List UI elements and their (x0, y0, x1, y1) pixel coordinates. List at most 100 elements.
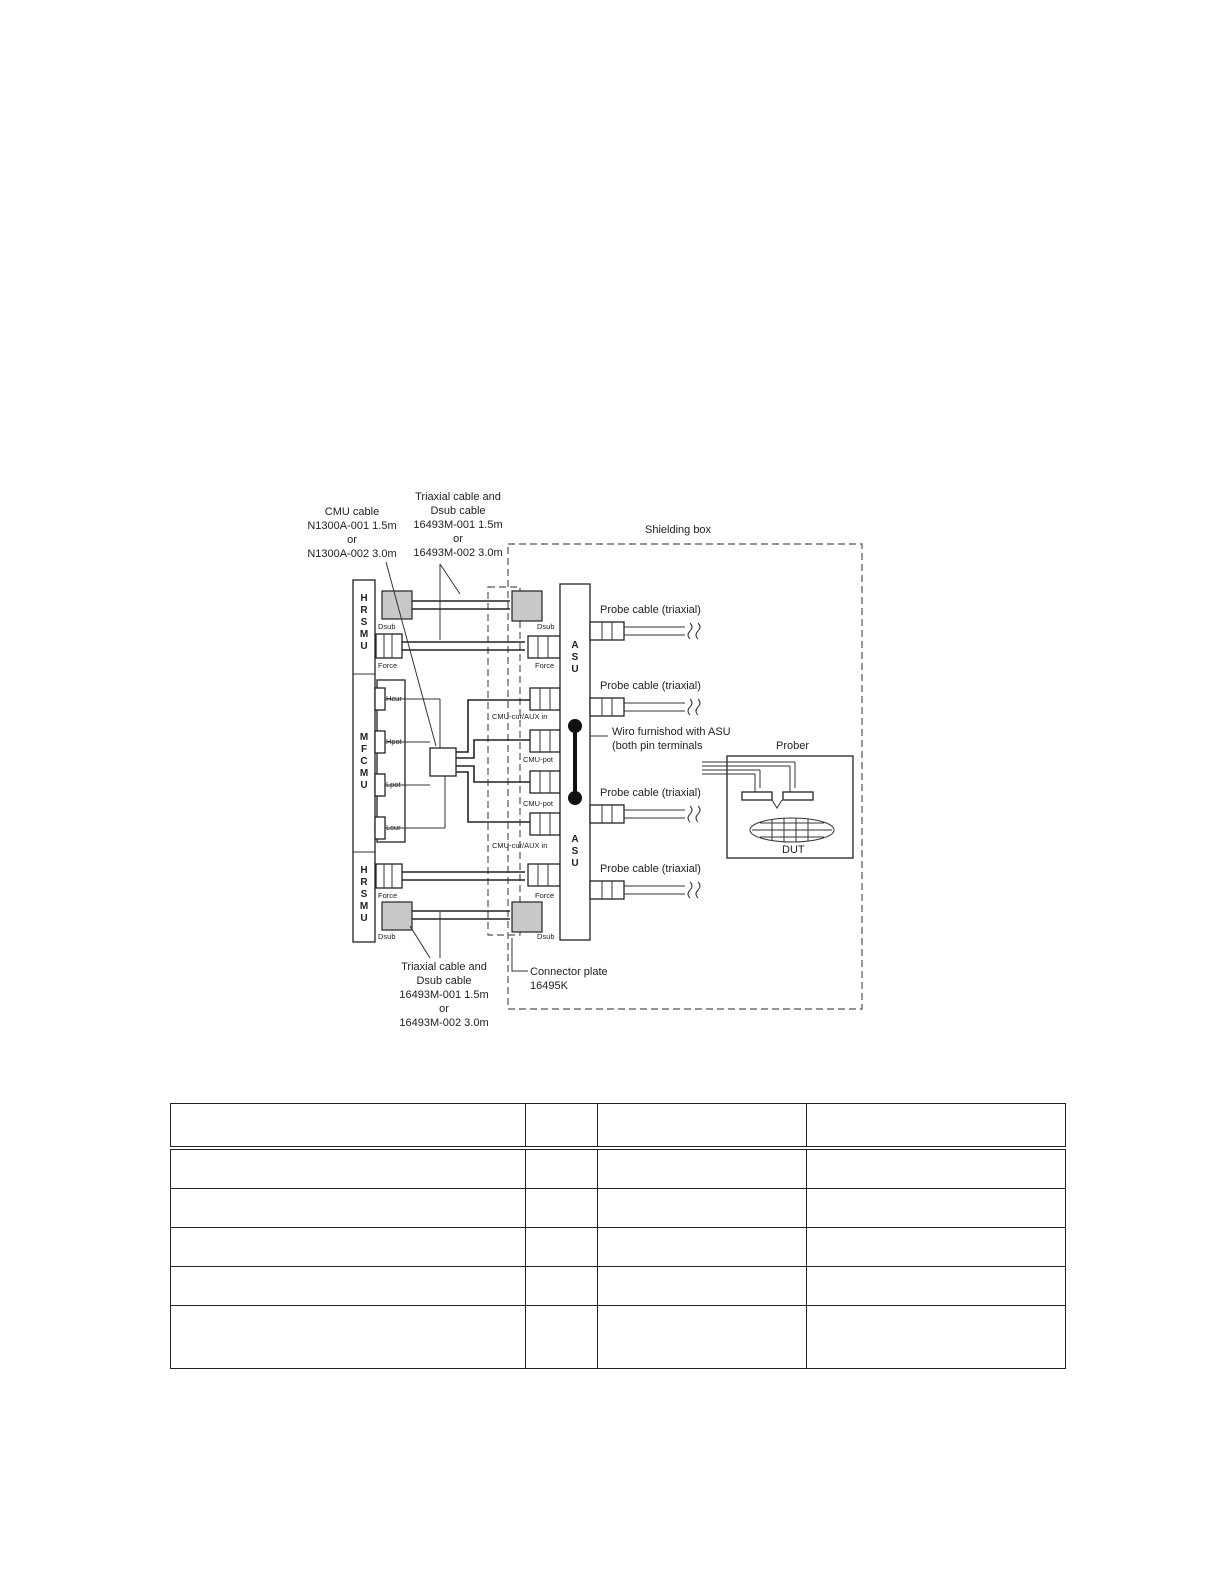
svg-text:Force: Force (535, 891, 554, 900)
svg-text:U: U (360, 641, 367, 652)
force-connector-left-bottom (375, 863, 403, 889)
svg-text:N1300A-001 1.5m: N1300A-001 1.5m (307, 520, 396, 532)
table-row (170, 1227, 1066, 1267)
svg-text:16495K: 16495K (530, 980, 569, 992)
table-cell (170, 1188, 526, 1228)
table-cell (597, 1305, 807, 1369)
table-cell (806, 1305, 1066, 1369)
mfcmu-label: M F C M U (360, 732, 368, 791)
table-header-cell (525, 1103, 598, 1150)
svg-text:16493M-001 1.5m: 16493M-001 1.5m (399, 989, 488, 1001)
svg-text:F: F (361, 744, 367, 755)
svg-text:or: or (439, 1003, 449, 1015)
connection-diagram: Shielding box CMU cable N1300A-001 1.5m … (307, 491, 863, 1029)
svg-text:CMU cable: CMU cable (325, 506, 379, 518)
svg-text:(both pin terminals: (both pin terminals (612, 740, 703, 752)
force-connector-left-top (375, 633, 403, 659)
table-cell (525, 1266, 598, 1306)
table-cell (170, 1305, 526, 1369)
svg-text:Probe cable (triaxial): Probe cable (triaxial) (600, 604, 701, 616)
svg-text:Dsub: Dsub (378, 622, 396, 631)
table-header-cell (806, 1103, 1066, 1150)
svg-text:Force: Force (535, 661, 554, 670)
svg-text:CMU-pot: CMU-pot (523, 799, 554, 808)
dsub-connector-right-bottom (511, 901, 543, 933)
table-cell (597, 1266, 807, 1306)
table-cell (525, 1227, 598, 1267)
table-cell (597, 1147, 807, 1189)
table-cell (525, 1305, 598, 1369)
table-header-cell (597, 1103, 807, 1150)
table-cell (170, 1227, 526, 1267)
probe-cable-3: Probe cable (triaxial) (589, 787, 701, 824)
svg-text:16493M-002 3.0m: 16493M-002 3.0m (399, 1017, 488, 1029)
svg-text:Wiro furnishod with ASU: Wiro furnishod with ASU (612, 726, 731, 738)
svg-text:Dsub cable: Dsub cable (430, 505, 485, 517)
svg-text:Probe cable (triaxial): Probe cable (triaxial) (600, 863, 701, 875)
dut-label: DUT (782, 844, 805, 856)
svg-text:M: M (360, 768, 368, 779)
probe-cable-1: Probe cable (triaxial) (589, 604, 701, 641)
svg-text:M: M (360, 732, 368, 743)
svg-text:Triaxial cable and: Triaxial cable and (401, 961, 487, 973)
svg-text:or: or (347, 534, 357, 546)
table-cell (806, 1147, 1066, 1189)
table-row (170, 1266, 1066, 1306)
svg-text:Force: Force (378, 891, 397, 900)
cmu-cable-label: CMU cable N1300A-001 1.5m or N1300A-002 … (307, 506, 396, 560)
svg-text:Probe cable (triaxial): Probe cable (triaxial) (600, 787, 701, 799)
table-row (170, 1147, 1066, 1189)
dsub-connector-left-top (381, 590, 413, 620)
svg-text:Force: Force (378, 661, 397, 670)
svg-text:S: S (572, 846, 579, 857)
svg-text:A: A (571, 834, 578, 845)
hrsmu-bottom-label: H R S M U (360, 865, 369, 924)
shielding-box-label: Shielding box (645, 524, 712, 536)
svg-text:CMU-cur/AUX in: CMU-cur/AUX in (492, 712, 547, 721)
svg-text:S: S (572, 652, 579, 663)
svg-text:M: M (360, 901, 368, 912)
svg-text:S: S (361, 889, 368, 900)
hrsmu-top-label: H R S M U (360, 593, 369, 652)
probe-cable-2: Probe cable (triaxial) (589, 680, 701, 717)
table-row (170, 1188, 1066, 1228)
prober-label: Prober (776, 740, 809, 752)
svg-text:U: U (360, 780, 367, 791)
svg-text:N1300A-002 3.0m: N1300A-002 3.0m (307, 548, 396, 560)
table-cell (597, 1227, 807, 1267)
triaxial-cable-label-top: Triaxial cable and Dsub cable 16493M-001… (413, 491, 502, 559)
svg-text:R: R (360, 605, 368, 616)
asu-bottom-label: A S U (571, 834, 578, 869)
connector-plate-label: Connector plate 16495K (530, 966, 608, 992)
svg-text:Dsub cable: Dsub cable (416, 975, 471, 987)
dsub-connector-left-bottom (381, 901, 413, 931)
svg-text:U: U (571, 858, 578, 869)
svg-text:CMU-pot: CMU-pot (523, 755, 554, 764)
table-row (170, 1305, 1066, 1369)
parameter-table (170, 1103, 1066, 1369)
svg-text:H: H (360, 593, 367, 604)
asu-unit (559, 583, 591, 941)
svg-text:S: S (361, 617, 368, 628)
shielding-box-outline (507, 543, 863, 1010)
table-cell (806, 1227, 1066, 1267)
svg-text:CMU-cur/AUX in: CMU-cur/AUX in (492, 841, 547, 850)
svg-text:U: U (360, 913, 367, 924)
svg-text:Dsub: Dsub (537, 932, 555, 941)
table-cell (806, 1188, 1066, 1228)
table-cell (525, 1188, 598, 1228)
svg-text:16493M-001 1.5m: 16493M-001 1.5m (413, 519, 502, 531)
wafer (749, 817, 835, 843)
svg-text:A: A (571, 640, 578, 651)
svg-text:Triaxial cable and: Triaxial cable and (415, 491, 501, 503)
asu-top-label: A S U (571, 640, 578, 675)
svg-text:Dsub: Dsub (537, 622, 555, 631)
table-header-cell (170, 1103, 526, 1150)
svg-text:or: or (453, 533, 463, 545)
table-cell (525, 1147, 598, 1189)
svg-text:U: U (571, 664, 578, 675)
dsub-connector-right-top (511, 590, 543, 622)
svg-text:Connector plate: Connector plate (530, 966, 608, 978)
svg-text:H: H (360, 865, 367, 876)
table-cell (170, 1266, 526, 1306)
